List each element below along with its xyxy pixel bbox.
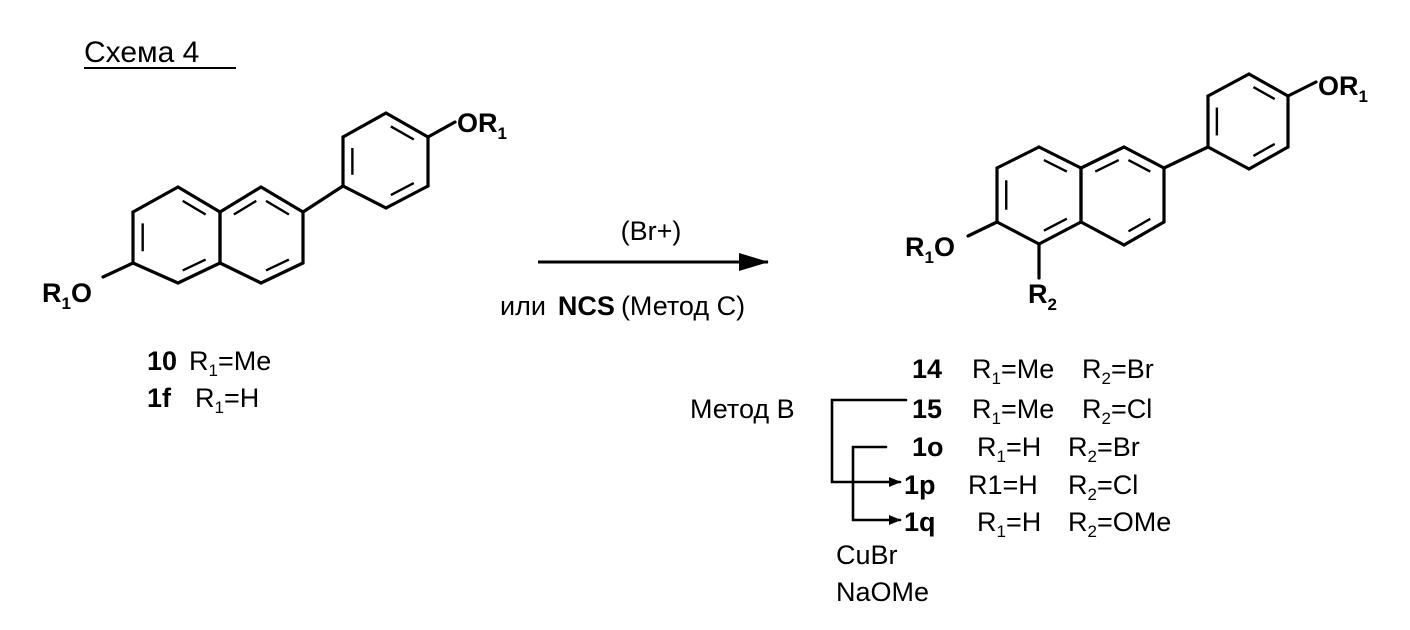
double-bond-line [1128,160,1150,171]
right-r1o-label: R1O [905,232,955,267]
ring-bond [997,147,1039,168]
scheme-title: Схема 4 [84,36,199,69]
ring-bond [343,113,386,137]
ring-bond [178,187,220,212]
condition-naome: NaOMe [836,577,929,607]
ring-bond [261,187,303,212]
cubr-arrow [853,447,900,520]
biaryl-bond [1164,147,1208,168]
double-bond-line [391,183,414,195]
o-bond [428,122,455,137]
left-r1o-label: R1O [42,278,92,313]
ring-bond [178,263,220,283]
double-bond-line [1128,219,1150,232]
product-row: 14R1=MeR2=Br [912,354,1154,388]
product-row: 1oR1=HR2=Br [912,432,1140,466]
double-bond-line [1253,144,1274,156]
method-b-arrow [832,400,906,482]
double-bond-line [266,260,289,271]
double-bond-line [183,260,206,271]
o-bond [968,222,997,236]
product-structure [968,74,1316,278]
ring-bond [1249,147,1288,169]
double-bond-line [1253,87,1274,99]
product-row: 1qR1=HR2=OMe [904,507,1171,541]
ring-bond [220,263,261,283]
double-bond-line [1044,160,1067,171]
double-bond-line [1095,160,1118,171]
ring-bond [220,187,261,212]
left-or1-label: OR1 [457,108,507,143]
o-bond [103,263,133,277]
ring-bond [386,113,428,137]
ring-bond [133,263,178,283]
double-bond-line [1044,219,1067,231]
starting-material-row: 10R1=Me [147,346,271,380]
ring-bond [1081,147,1124,168]
method-b-label: Метод B [690,394,795,424]
product-table: 14R1=MeR2=Br 15R1=MeR2=Cl 1oR1=HR2=Br 1p… [904,354,1171,541]
ring-bond [386,186,428,208]
ring-bond [1039,222,1081,244]
ring-bond [1208,147,1249,169]
starting-material-structure [103,113,455,283]
ring-bond [1249,74,1288,96]
ring-bond [1208,74,1249,96]
reagent-above-arrow: (Br+) [621,216,682,246]
right-r2-label: R2 [1028,279,1057,314]
ring-bond [997,222,1039,244]
o-bond [1288,82,1316,96]
ring-bond [133,187,178,212]
ring-bond [1124,147,1164,168]
right-or1-label: OR1 [1318,71,1368,106]
starting-material-row: 1fR1=H [147,383,259,417]
product-row: 1pR1=HR2=Cl [904,470,1138,504]
ring-bond [1081,222,1124,245]
ring-bond [1124,222,1164,245]
ring-bond [1039,147,1081,168]
ring-bond [343,186,386,208]
biaryl-bond [303,186,343,212]
reagent-below-arrow: илиNCS(Метод C) [500,291,745,321]
product-row: 15R1=MeR2=Cl [912,394,1152,428]
condition-cubr: CuBr [836,540,898,570]
ring-bond [261,263,303,283]
